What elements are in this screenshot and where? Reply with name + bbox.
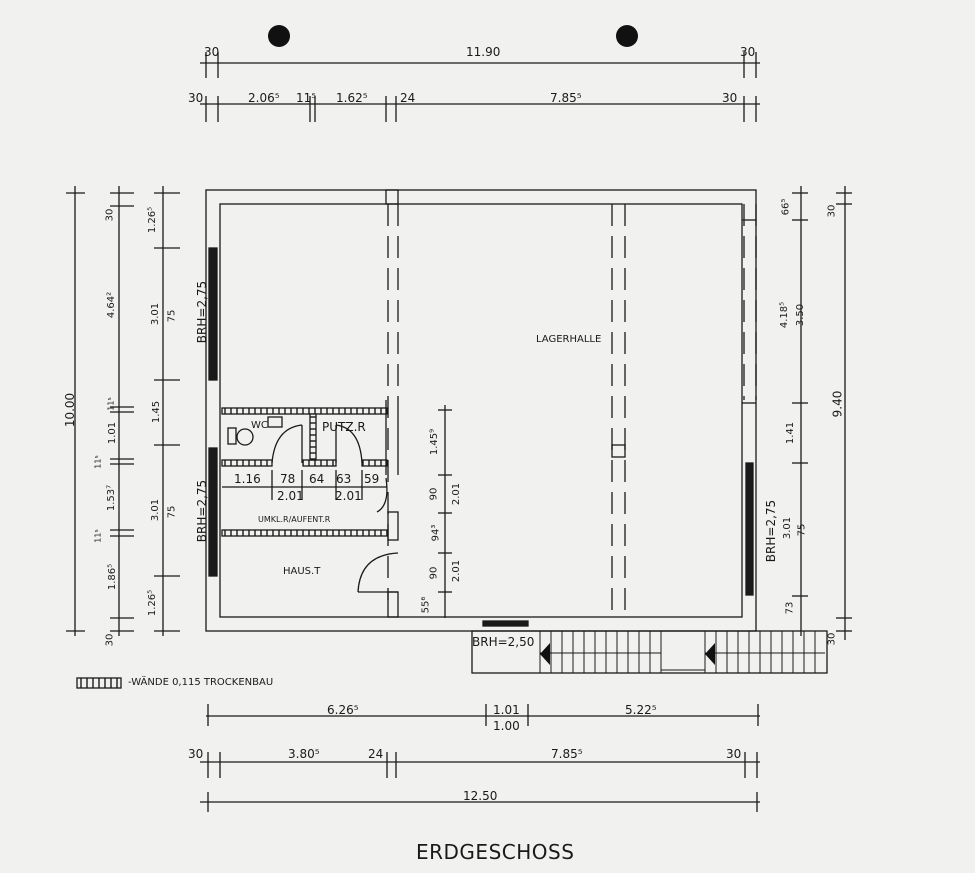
dim-leftop-5: 75 bbox=[166, 505, 178, 519]
core-vdim-4: 90 bbox=[428, 566, 440, 580]
dim-bottom2-1: 3.80⁵ bbox=[288, 747, 320, 761]
window-left-lower bbox=[208, 447, 218, 577]
dim-rightouter-2: 30 bbox=[826, 632, 838, 646]
dim-bottom2-2: 24 bbox=[368, 747, 384, 761]
dim-left-4: 11⁵ bbox=[93, 455, 103, 469]
dim-bottom-0: 6.26⁵ bbox=[327, 703, 359, 717]
dim-top2-6: 30 bbox=[722, 91, 738, 105]
core-dim-2: 64 bbox=[309, 472, 325, 486]
dim-leftop-4: 3.01 bbox=[150, 498, 162, 522]
window-left-upper bbox=[208, 247, 218, 381]
dim-right-6: 73 bbox=[784, 601, 796, 615]
core-dim-1: 78 bbox=[280, 472, 296, 486]
dim-leftop-3: 1.45 bbox=[151, 400, 163, 424]
dim-left-0: 30 bbox=[104, 208, 116, 222]
dim-top-total: 11.90 bbox=[466, 45, 501, 59]
dim-rightouter-0: 30 bbox=[826, 204, 838, 218]
dim-bottom2-3: 7.85⁵ bbox=[551, 747, 583, 761]
dim-top-30-right: 30 bbox=[740, 45, 756, 59]
axis-marker-right bbox=[616, 25, 638, 47]
dim-rightouter-1: 9.40 bbox=[830, 390, 845, 418]
dim-left-5: 1.53⁷ bbox=[106, 484, 118, 512]
dim-right-0: 66⁵ bbox=[780, 198, 792, 216]
core-dim-0: 1.16 bbox=[234, 472, 261, 486]
legend-text: -WÄNDE 0,115 TROCKENBAU bbox=[128, 677, 274, 688]
core-door-dim-0: 2.01 bbox=[277, 489, 304, 503]
drawing-title: ERDGESCHOSS bbox=[416, 840, 575, 864]
dim-top2-4: 24 bbox=[400, 91, 416, 105]
core-vdim-0: 1.45⁹ bbox=[429, 428, 441, 456]
dim-bottom-2: 1.00 bbox=[493, 719, 520, 733]
dim-right-2: 3.50 bbox=[795, 303, 807, 327]
dim-leftop-2: 75 bbox=[166, 309, 178, 323]
dim-right-4: 3.01 bbox=[782, 516, 794, 540]
core-vdim-1: 90 bbox=[428, 487, 440, 501]
window-label-left-upper: BRH=2,75 bbox=[195, 280, 210, 344]
dim-top2-2: 11⁵ bbox=[296, 91, 317, 105]
dim-left-7: 1.86⁵ bbox=[107, 563, 119, 591]
core-dim-4: 59 bbox=[364, 472, 380, 486]
dim-bottom-3: 5.22⁵ bbox=[625, 703, 657, 717]
core-vdim-5: 2.01 bbox=[451, 559, 463, 583]
dim-right-1: 4.18⁵ bbox=[779, 301, 791, 329]
dim-top-30-left: 30 bbox=[204, 45, 220, 59]
core-vdim-3: 94³ bbox=[430, 524, 442, 542]
window-label-left-lower: BRH=2,75 bbox=[195, 479, 210, 543]
core-vdim-6: 55⁶ bbox=[420, 596, 432, 614]
dim-bottom2-0: 30 bbox=[188, 747, 204, 761]
window-label-right: BRH=2,75 bbox=[764, 499, 779, 563]
dim-left-2: 11⁵ bbox=[106, 397, 116, 411]
dim-bottom-total: 12.50 bbox=[463, 789, 498, 803]
dim-bottom2-4: 30 bbox=[726, 747, 742, 761]
room-label-wc: WC bbox=[251, 420, 268, 431]
dim-leftop-1: 3.01 bbox=[150, 302, 162, 326]
window-label-bottom: BRH=2,50 bbox=[472, 635, 535, 649]
dim-right-3: 1.41 bbox=[785, 421, 797, 445]
room-label-lagerhalle: LAGERHALLE bbox=[536, 334, 602, 345]
dim-top2-5: 7.85⁵ bbox=[550, 91, 582, 105]
dim-bottom-1: 1.01 bbox=[493, 703, 520, 717]
window-right bbox=[745, 462, 754, 596]
dim-left-1: 4.64² bbox=[106, 291, 118, 319]
room-label-putzr: PUTZ.R bbox=[322, 420, 366, 434]
dim-left-8: 30 bbox=[104, 633, 116, 647]
dim-top2-1: 2.06⁵ bbox=[248, 91, 280, 105]
dim-left-6: 11⁵ bbox=[93, 529, 103, 543]
dim-leftop-6: 1.26⁵ bbox=[147, 589, 159, 617]
core-door-dim-1: 2.01 bbox=[335, 489, 362, 503]
room-label-haust: HAUS.T bbox=[283, 566, 321, 577]
dim-top2-0: 30 bbox=[188, 91, 204, 105]
dim-leftop-0: 1.26⁵ bbox=[147, 206, 159, 234]
core-vdim-2: 2.01 bbox=[451, 482, 463, 506]
window-bottom bbox=[482, 620, 529, 627]
room-label-umkl: UMKL.R/AUFENT.R bbox=[258, 515, 331, 524]
core-dim-3: 63 bbox=[336, 472, 352, 486]
dim-right-5: 75 bbox=[796, 523, 808, 537]
dim-left-3: 1.01 bbox=[107, 421, 119, 445]
axis-marker-left bbox=[268, 25, 290, 47]
dim-left-total: 10.00 bbox=[63, 392, 78, 428]
dim-top2-3: 1.62⁵ bbox=[336, 91, 368, 105]
